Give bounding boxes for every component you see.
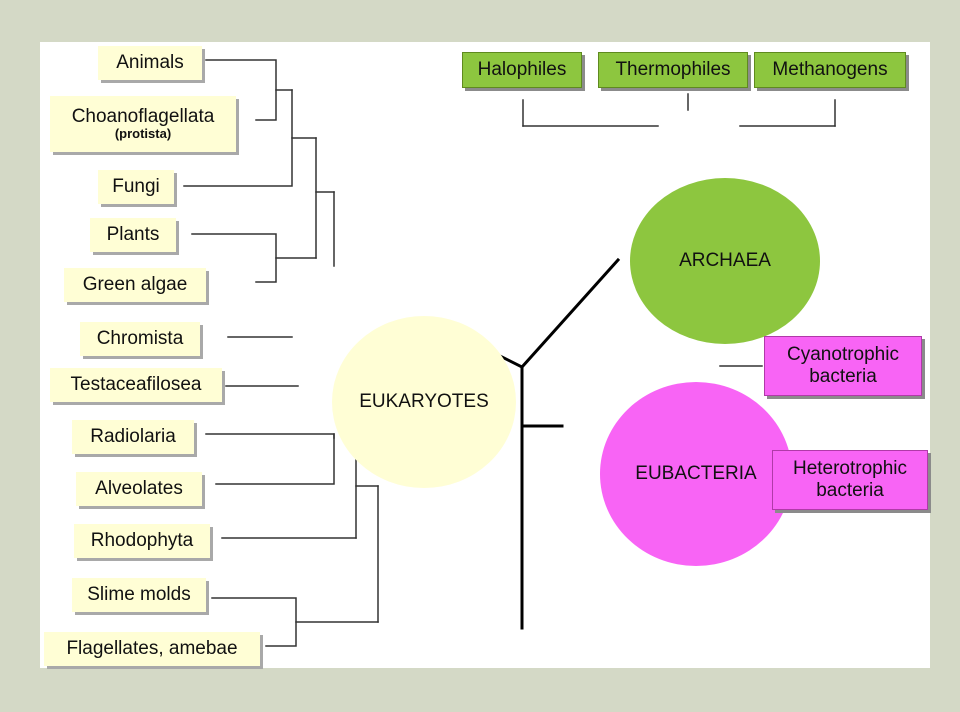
eukaryote-group-radiolaria: Radiolaria (72, 420, 194, 454)
eukaryote-group-choanoflagellata: Choanoflagellata (protista) (50, 96, 236, 152)
group-label-line2: bacteria (816, 480, 884, 501)
group-label: Thermophiles (615, 59, 731, 81)
archaea-circle: ARCHAEA (630, 178, 820, 344)
eukaryote-group-slime-molds: Slime molds (72, 578, 206, 612)
group-label: Chromista (96, 328, 184, 350)
group-label: Flagellates, amebae (66, 638, 238, 660)
archaea-label: ARCHAEA (679, 250, 771, 271)
eubacteria-group-heterotrophic: Heterotrophic bacteria (772, 450, 928, 510)
eubacteria-group-cyanotrophic: Cyanotrophic bacteria (764, 336, 922, 396)
eukaryote-group-rhodophyta: Rhodophyta (74, 524, 210, 558)
group-label: Halophiles (477, 59, 567, 81)
eukaryote-group-flagellates-amebae: Flagellates, amebae (44, 632, 260, 666)
group-label-line1: Cyanotrophic (787, 344, 899, 366)
eukaryote-group-testaceafilosea: Testaceafilosea (50, 368, 222, 402)
eukaryotes-circle: EUKARYOTES (332, 316, 516, 488)
eukaryote-group-animals: Animals (98, 46, 202, 80)
group-label: Testaceafilosea (70, 374, 202, 396)
archaea-group-thermophiles: Thermophiles (598, 52, 748, 88)
eubacteria-label: EUBACTERIA (635, 463, 757, 484)
eukaryote-group-chromista: Chromista (80, 322, 200, 356)
group-label: Rhodophyta (90, 530, 194, 552)
group-label: Methanogens (772, 59, 888, 81)
group-label: Choanoflagellata (71, 105, 215, 127)
archaea-branch-line (519, 257, 621, 370)
eukaryote-group-fungi: Fungi (98, 170, 174, 204)
archaea-group-methanogens: Methanogens (754, 52, 906, 88)
group-label: Plants (106, 224, 160, 246)
archaea-bracket (522, 93, 836, 127)
group-label: Green algae (82, 274, 188, 296)
group-label: Animals (116, 52, 184, 74)
group-label: Radiolaria (90, 426, 176, 448)
eukaryote-group-alveolates: Alveolates (76, 472, 202, 506)
group-label: Slime molds (87, 584, 191, 606)
group-label: Alveolates (95, 478, 183, 500)
eukaryote-group-plants: Plants (90, 218, 176, 252)
archaea-group-halophiles: Halophiles (462, 52, 582, 88)
eukaryote-tree (183, 59, 379, 647)
group-label: Fungi (112, 176, 160, 198)
eukaryote-group-green-algae: Green algae (64, 268, 206, 302)
eubacteria-circle: EUBACTERIA (600, 382, 792, 566)
group-label-line2: bacteria (809, 366, 877, 387)
connector-lines (183, 59, 836, 647)
group-label-line1: Heterotrophic (792, 458, 908, 480)
group-sublabel: (protista) (114, 126, 172, 142)
eukaryotes-label: EUKARYOTES (359, 391, 489, 412)
diagram-canvas: EUKARYOTES ARCHAEA EUBACTERIA Halophiles… (40, 42, 930, 668)
